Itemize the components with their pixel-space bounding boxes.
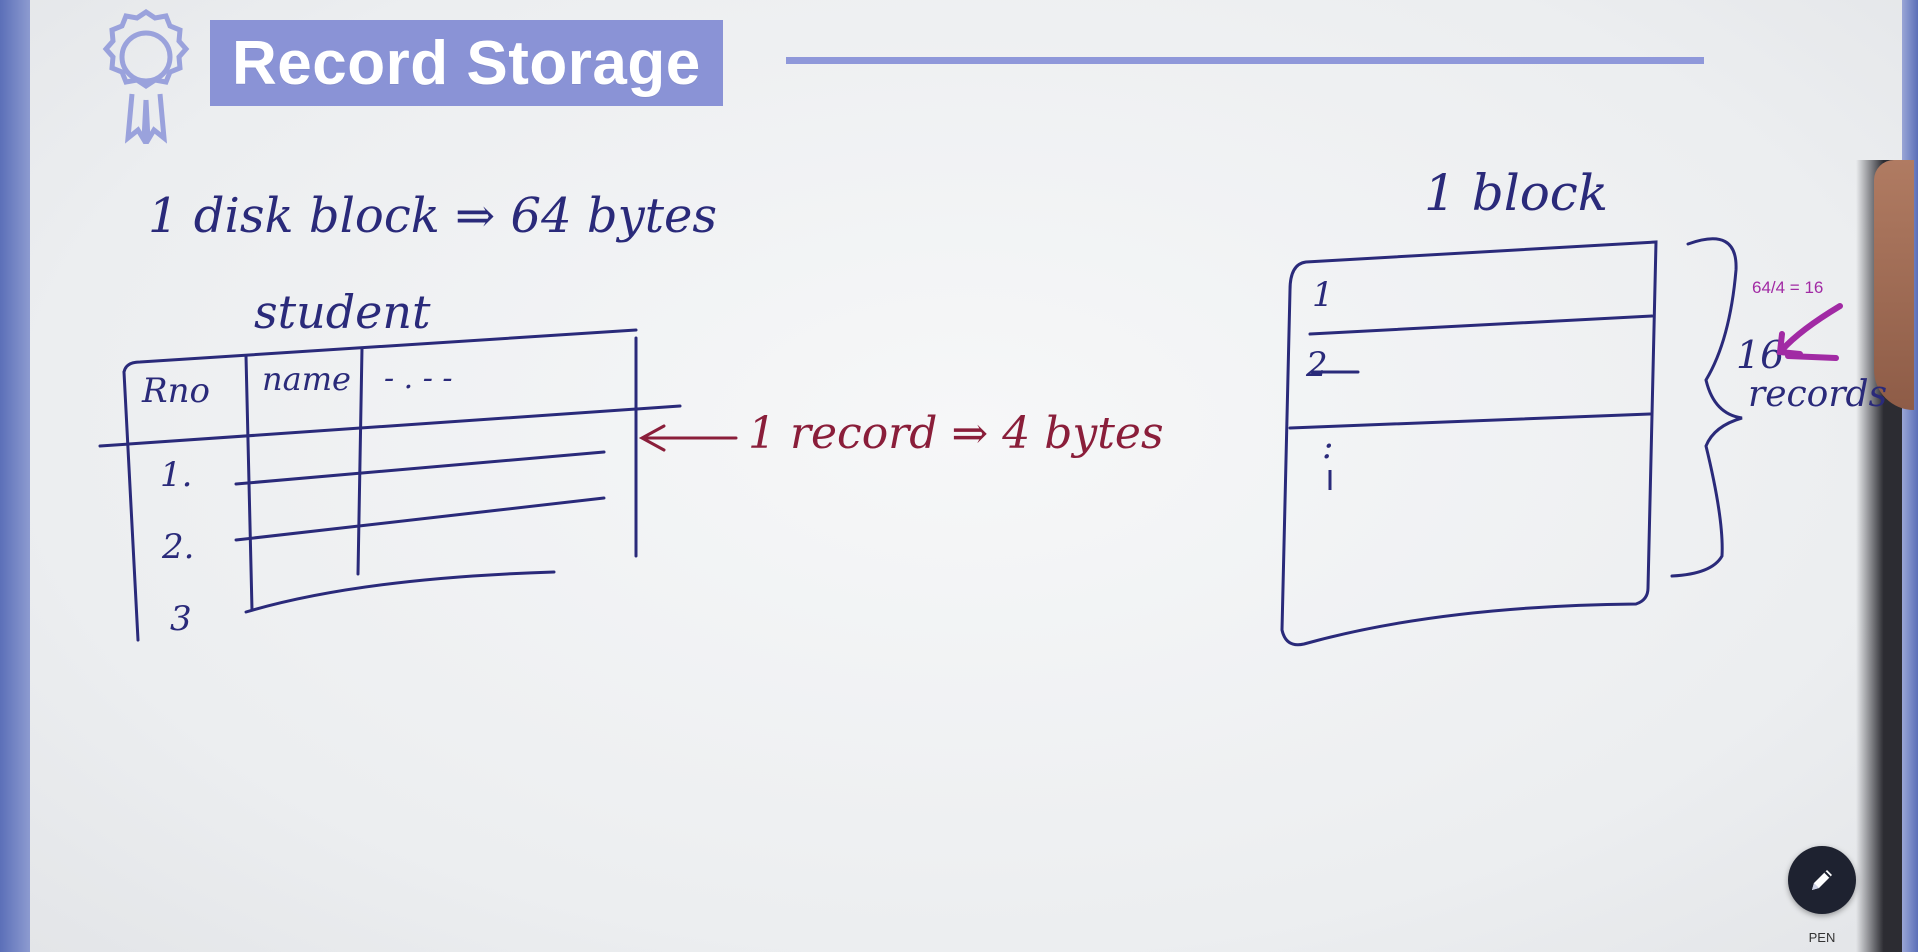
calc-arrow (1776, 303, 1843, 361)
pen-tool-label: PEN (1808, 930, 1836, 945)
header-name: name (262, 360, 351, 398)
slot-ellipsis: : (1322, 427, 1333, 467)
award-ribbon-icon (102, 8, 190, 144)
title-underline (786, 57, 1704, 64)
slide-title: Record Storage (232, 28, 701, 98)
calc-annotation: 64/4 = 16 (1752, 278, 1824, 297)
header-more: - . - - (384, 361, 453, 396)
student-table-grid (98, 328, 682, 642)
records-brace (1670, 237, 1743, 578)
header-rno: Rno (141, 371, 210, 411)
row-2: 2. (161, 527, 194, 567)
left-rail (0, 0, 30, 952)
disk-block-line: 1 disk block ⇒ 64 bytes (148, 188, 717, 244)
records-word: records (1748, 374, 1887, 415)
pencil-icon (1812, 870, 1832, 890)
slot-1: 1 (1312, 275, 1334, 315)
row-3: 3 (170, 599, 192, 639)
row-1: 1. (160, 455, 192, 495)
presenter-face (1874, 160, 1914, 410)
pen-tool-button[interactable] (1788, 846, 1856, 914)
block-diagram (1280, 240, 1658, 647)
slide-title-banner: Record Storage (210, 20, 723, 106)
block-label: 1 block (1424, 164, 1608, 222)
record-arrow (638, 424, 738, 452)
record-size-note: 1 record ⇒ 4 bytes (748, 408, 1164, 459)
table-title: student (254, 285, 431, 339)
records-count: 16 (1736, 333, 1784, 377)
slot-2: 2 (1305, 345, 1328, 385)
